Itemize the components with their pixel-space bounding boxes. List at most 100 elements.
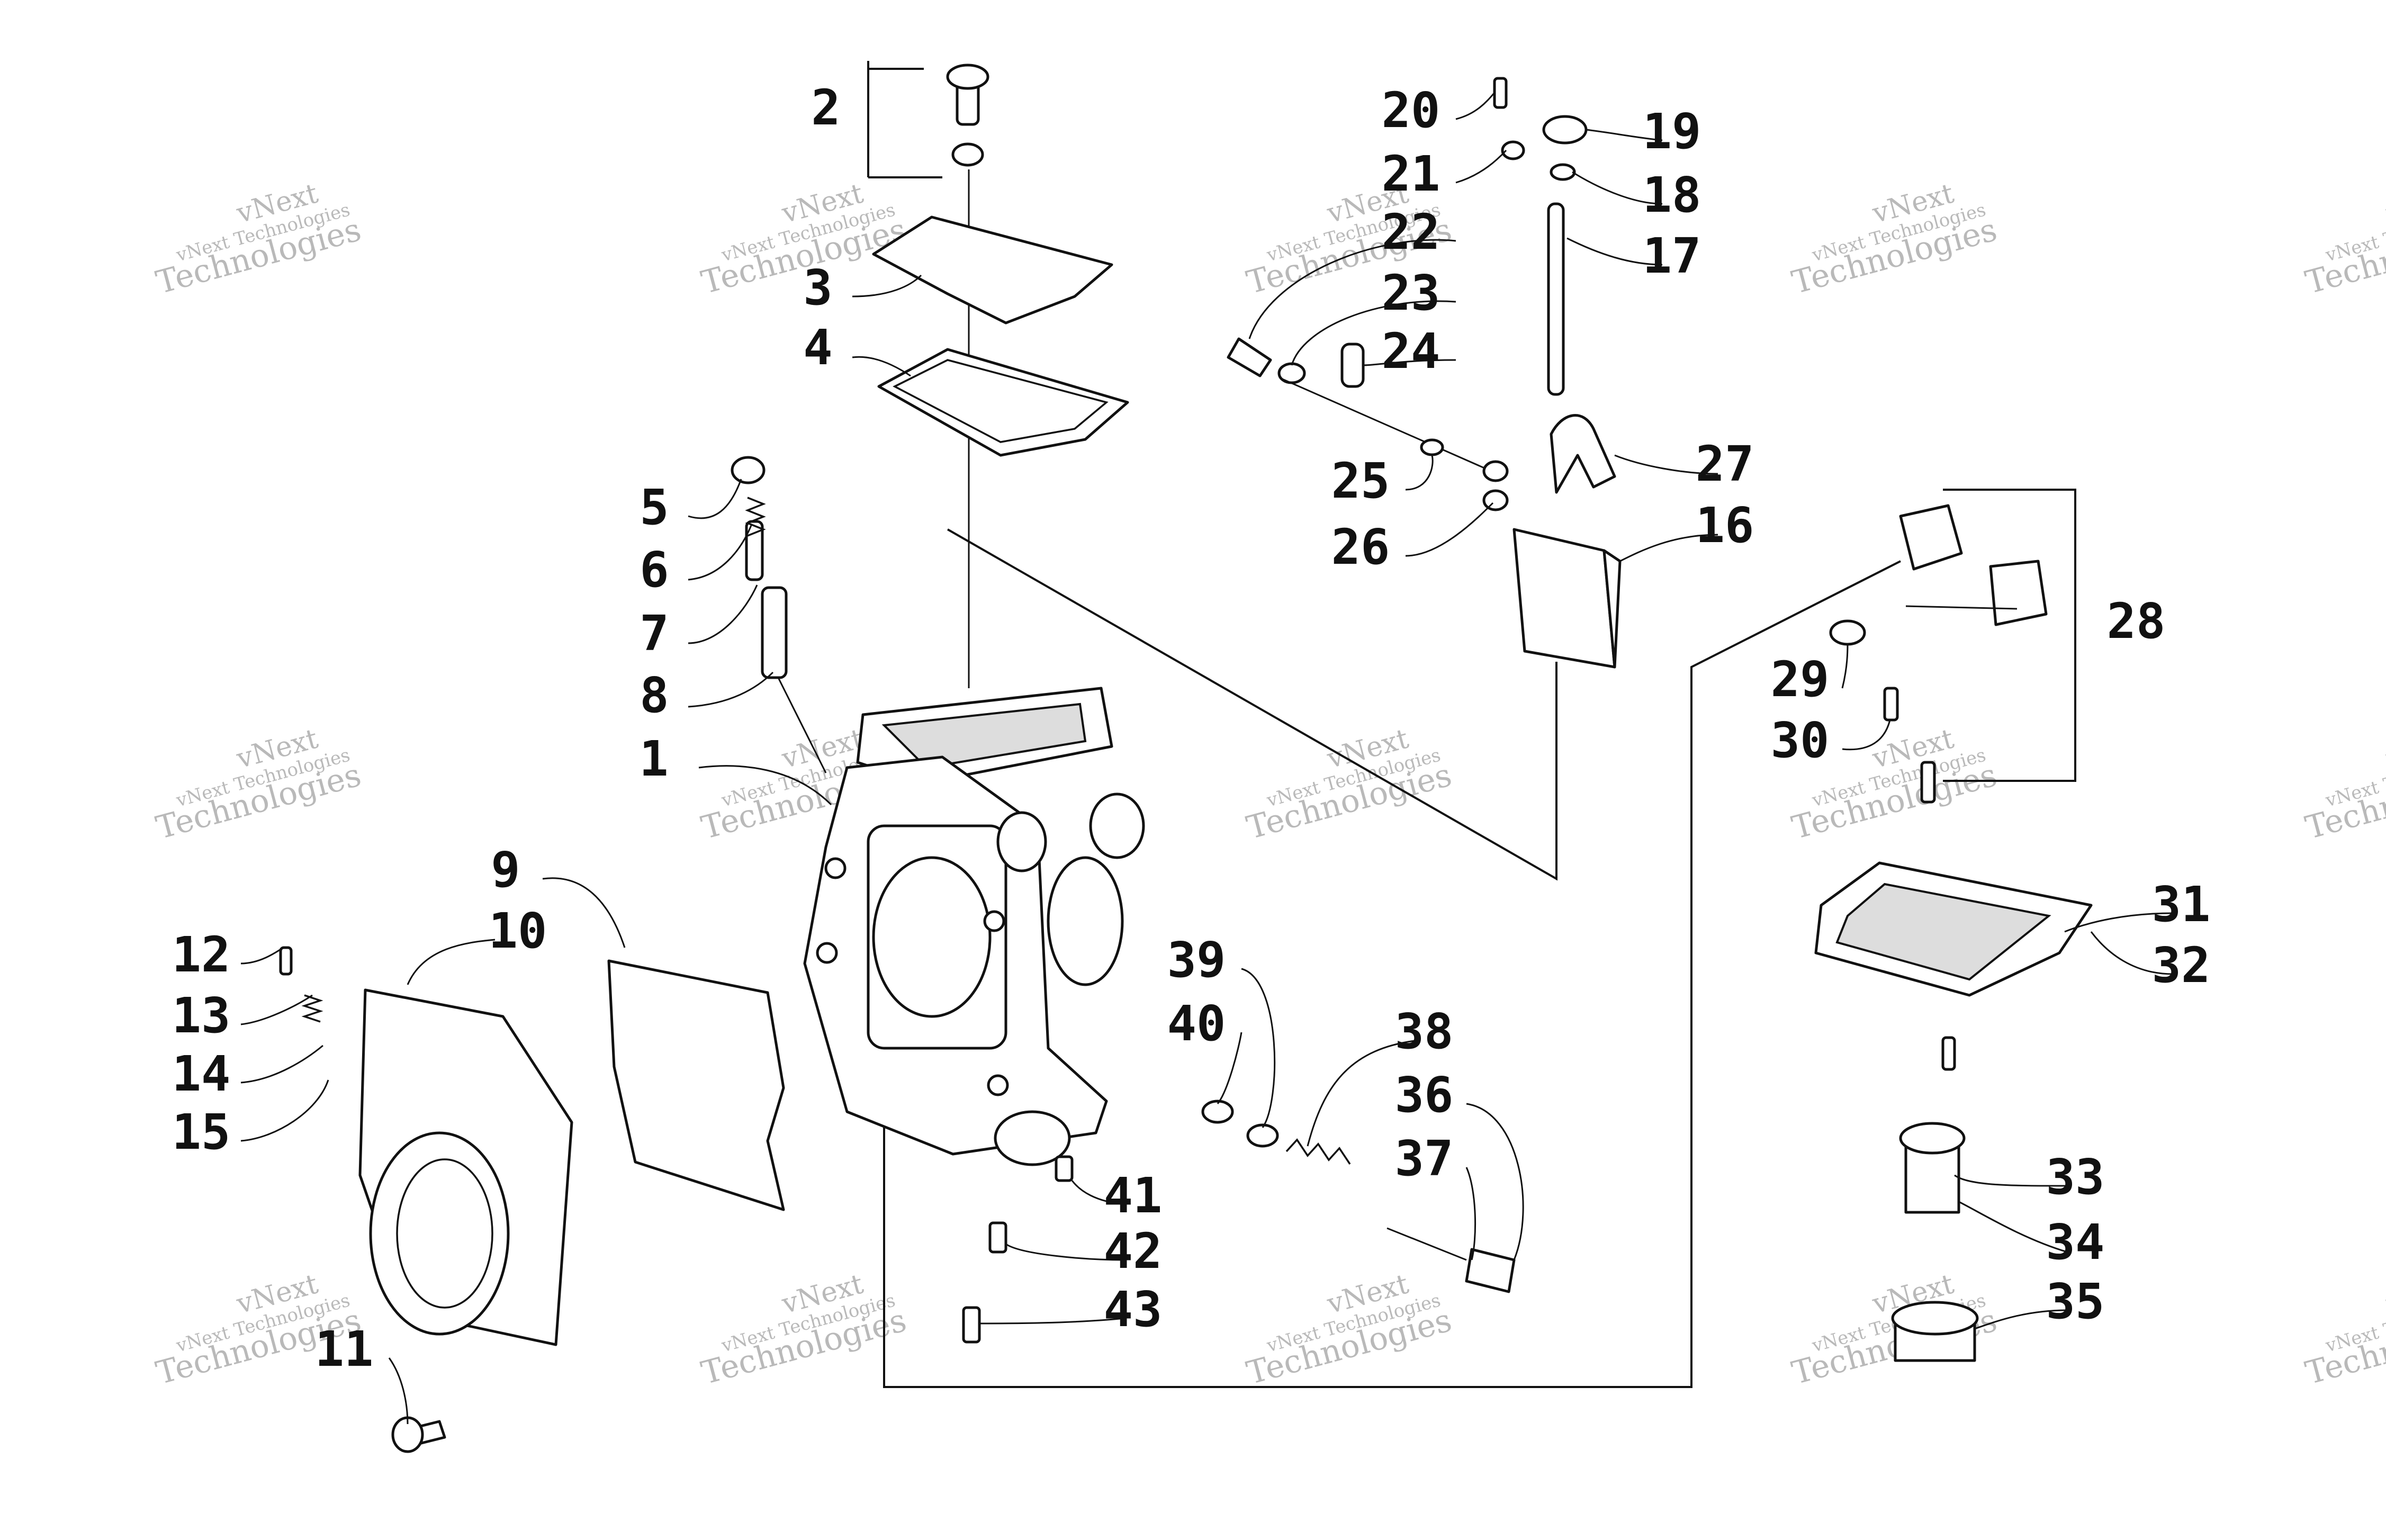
callout-13: 13 <box>172 987 231 1044</box>
callout-7: 7 <box>640 605 669 662</box>
leader-line-30 <box>1842 719 1891 751</box>
carburetor-body <box>803 687 1145 1166</box>
leader-line-11 <box>388 1357 409 1425</box>
body-side-port <box>1047 856 1124 986</box>
watermark-line1: vNext <box>2382 723 2386 775</box>
callout-40: 40 <box>1167 995 1226 1052</box>
callout-16: 16 <box>1696 497 1754 554</box>
throttle-lever <box>1550 414 1616 494</box>
leader-line-24 <box>1363 359 1456 366</box>
callout-38: 38 <box>1395 1003 1454 1060</box>
leader-line-14 <box>240 1044 323 1084</box>
leader-line-8 <box>688 671 774 708</box>
leader-line-15 <box>240 1079 329 1142</box>
leader-line-36 <box>1466 1103 1524 1260</box>
body-bottom-fitting <box>994 1110 1071 1166</box>
callout-37: 37 <box>1395 1130 1454 1187</box>
callout-35: 35 <box>2046 1273 2105 1330</box>
callout-6: 6 <box>640 542 669 598</box>
callout-31: 31 <box>2152 876 2211 933</box>
watermark-line1: vNext <box>2382 1268 2386 1320</box>
leader-line-6 <box>688 524 753 581</box>
callout-23: 23 <box>1382 265 1440 321</box>
cover-screw-head <box>946 64 989 90</box>
callout-18: 18 <box>1643 167 1701 223</box>
leader-line-22 <box>1248 239 1456 339</box>
leader-line-4 <box>852 356 911 377</box>
body-fitting-b <box>996 811 1047 872</box>
callout-9: 9 <box>491 842 520 898</box>
throttle-slide <box>1512 528 1616 669</box>
callout-30: 30 <box>1771 712 1830 769</box>
callout-42: 42 <box>1104 1223 1163 1280</box>
leader-line-41 <box>1071 1180 1126 1205</box>
watermark-line3: Technologies <box>2302 211 2386 301</box>
leader-line-18 <box>1572 171 1663 205</box>
callout-17: 17 <box>1643 228 1701 284</box>
leader-line-12 <box>240 947 284 965</box>
intake-bore <box>369 1131 510 1336</box>
leader-line-16 <box>1619 534 1718 562</box>
top-cover-gasket <box>877 348 1129 457</box>
leader-line-9 <box>542 877 626 948</box>
callout-19: 19 <box>1643 103 1701 160</box>
callout-22: 22 <box>1382 204 1440 260</box>
leader-line-33 <box>1954 1174 2068 1187</box>
top-cover <box>872 215 1113 325</box>
float-bowl-group <box>1814 861 2093 1362</box>
leader-line-27 <box>1614 454 1718 475</box>
callout-28: 28 <box>2107 593 2166 650</box>
leader-line-21 <box>1455 149 1507 184</box>
callout-2: 2 <box>811 79 840 136</box>
leader-line-19 <box>1586 129 1663 141</box>
leader-line-29 <box>1841 643 1849 689</box>
leader-line-35 <box>1974 1309 2068 1330</box>
callout-5: 5 <box>640 479 669 536</box>
callout-25: 25 <box>1331 453 1390 509</box>
callout-41: 41 <box>1104 1167 1163 1224</box>
watermark-line3: Technologies <box>2302 757 2386 846</box>
leader-line-26 <box>1405 502 1494 557</box>
leader-line-1 <box>698 765 832 806</box>
callout-27: 27 <box>1696 436 1754 492</box>
leader-line-20 <box>1455 92 1496 120</box>
float-group <box>1829 504 2048 804</box>
callout-32: 32 <box>2152 937 2211 994</box>
leader-line-42 <box>1005 1243 1126 1261</box>
callout-20: 20 <box>1382 82 1440 139</box>
callout-1: 1 <box>639 731 668 787</box>
leader-line-43 <box>979 1317 1126 1325</box>
leader-line-32 <box>2090 931 2174 975</box>
callout-12: 12 <box>172 926 231 983</box>
leader-line-7 <box>688 584 758 644</box>
leader-line-17 <box>1566 237 1663 266</box>
leader-line-13 <box>240 994 313 1025</box>
leader-line-38 <box>1307 1039 1419 1147</box>
body-fitting-a <box>1089 792 1145 859</box>
leader-line-5 <box>688 479 742 519</box>
callout-29: 29 <box>1771 651 1830 708</box>
top-cover-group <box>872 64 1129 457</box>
leader-line-3 <box>852 274 922 298</box>
intake-gasket <box>607 959 785 1211</box>
watermark-line1: vNext <box>2382 177 2386 230</box>
callout-14: 14 <box>172 1046 231 1102</box>
leader-lines <box>240 92 2174 1425</box>
leader-line-34 <box>1958 1201 2068 1253</box>
callout-36: 36 <box>1395 1067 1454 1123</box>
callout-11: 11 <box>315 1321 374 1377</box>
callout-43: 43 <box>1104 1281 1163 1338</box>
air-intake-group <box>279 946 785 1453</box>
callout-33: 33 <box>2046 1149 2105 1205</box>
jet-group <box>962 1100 1516 1344</box>
callout-39: 39 <box>1167 932 1226 988</box>
body-bore <box>872 856 992 1018</box>
jet-needle <box>1547 202 1565 396</box>
callout-3: 3 <box>803 259 832 316</box>
